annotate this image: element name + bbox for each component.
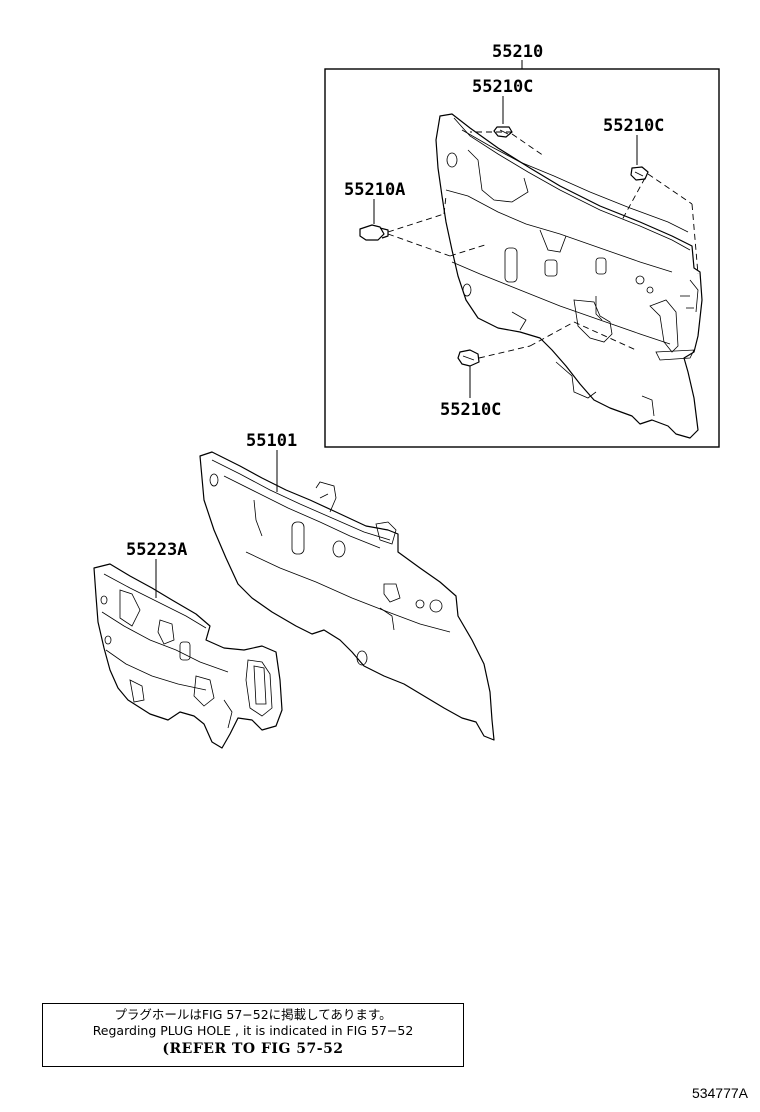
clip-left-head: [359, 224, 385, 241]
clip-bottom: 55210C: [440, 321, 637, 420]
label-55223a: 55223A: [126, 540, 187, 560]
label-55101: 55101: [246, 431, 297, 451]
dash-insulator-outer: [435, 113, 703, 439]
note-english: Regarding PLUG HOLE , it is indicated in…: [92, 1023, 414, 1038]
label-55210: 55210: [492, 42, 543, 62]
clip-right-head: [630, 166, 649, 181]
label-55210c-top: 55210C: [472, 77, 533, 97]
note-japanese: プラグホールはFIG 57−52に掲載してあります。: [114, 1007, 392, 1022]
label-55210a: 55210A: [344, 180, 405, 200]
illustration-code: 534777A: [691, 1085, 748, 1101]
label-55210c-right: 55210C: [603, 116, 664, 136]
clip-top: 55210C: [470, 77, 545, 157]
clip-right: 55210C: [603, 116, 699, 275]
clip-top-head: [493, 126, 513, 138]
group-55210: 55210: [324, 42, 720, 448]
plug-hole-note: プラグホールはFIG 57−52に掲載してあります。 Regarding PLU…: [42, 1003, 464, 1067]
clip-left: 55210A: [344, 180, 489, 257]
clip-bottom-head: [457, 349, 480, 367]
silencer-55223a: 55223A: [93, 540, 283, 749]
note-refer: (REFER TO FIG 57-52: [162, 1041, 344, 1057]
dash-panel-55101: 55101: [199, 431, 495, 741]
group-box: [324, 68, 720, 448]
label-55210c-bottom: 55210C: [440, 400, 501, 420]
